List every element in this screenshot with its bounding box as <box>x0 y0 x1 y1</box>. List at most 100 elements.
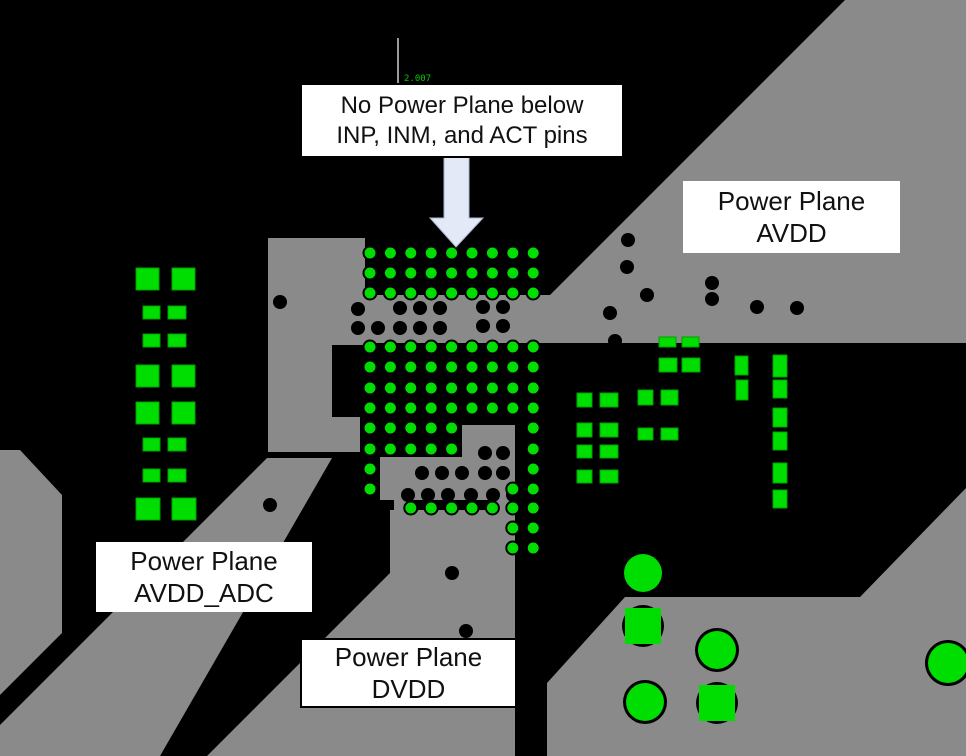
annotation-line2: INP, INM, and ACT pins <box>336 121 588 149</box>
smd-pad <box>135 364 160 388</box>
bga-via-pad <box>525 285 541 301</box>
bga-via-pad <box>382 441 398 457</box>
via-dot <box>705 292 719 306</box>
smd-pad <box>658 336 677 348</box>
smd-pad <box>599 392 619 408</box>
smd-pad <box>681 357 701 373</box>
bga-via-pad <box>382 359 398 375</box>
bga-via-pad <box>403 359 419 375</box>
bga-via-pad <box>525 500 541 516</box>
bga-via-pad <box>505 359 521 375</box>
bga-via-pad <box>444 359 460 375</box>
bga-via-pad <box>382 285 398 301</box>
bga-via-pad <box>505 265 521 281</box>
bga-via-pad <box>362 481 378 497</box>
via-dot <box>433 301 447 315</box>
smd-pad <box>171 364 196 388</box>
bga-via-pad <box>505 339 521 355</box>
annotation-line1: No Power Plane below <box>340 91 584 119</box>
bga-via-pad <box>525 245 541 261</box>
power-plane-center-island <box>268 238 365 452</box>
smd-pad <box>171 267 196 291</box>
via-dot <box>351 302 365 316</box>
bga-via-pad <box>464 285 480 301</box>
via-dot <box>455 466 469 480</box>
through-hole-pad <box>699 685 735 721</box>
bga-via-pad <box>525 265 541 281</box>
via-dot <box>790 301 804 315</box>
via-dot <box>413 301 427 315</box>
bga-via-pad <box>464 380 480 396</box>
smd-pad <box>734 355 749 376</box>
bga-via-pad <box>505 380 521 396</box>
bga-via-pad <box>444 245 460 261</box>
bga-via-pad <box>525 481 541 497</box>
smd-pad <box>599 469 619 484</box>
bga-via-pad <box>403 265 419 281</box>
smd-pad <box>772 354 788 378</box>
bga-via-pad <box>362 285 378 301</box>
smd-pad <box>681 336 700 348</box>
bga-via-pad <box>382 400 398 416</box>
smd-pad <box>772 407 788 428</box>
bga-via-pad <box>444 265 460 281</box>
bga-via-pad <box>525 359 541 375</box>
via-dot <box>459 624 473 638</box>
bga-via-pad <box>484 285 500 301</box>
bga-via-pad <box>423 245 439 261</box>
bga-via-pad <box>423 265 439 281</box>
bga-via-pad <box>362 245 378 261</box>
bga-via-pad <box>484 265 500 281</box>
smd-pad <box>167 468 187 483</box>
via-dot <box>263 498 277 512</box>
bga-via-pad <box>444 441 460 457</box>
bga-via-pad <box>525 461 541 477</box>
bga-via-pad <box>444 500 460 516</box>
smd-pad <box>637 389 654 406</box>
via-dot <box>433 321 447 335</box>
via-dot <box>478 446 492 460</box>
bga-via-pad <box>403 400 419 416</box>
via-dot <box>640 288 654 302</box>
bga-via-pad <box>382 339 398 355</box>
via-dot <box>621 233 635 247</box>
bga-via-pad <box>464 265 480 281</box>
bga-via-pad <box>403 245 419 261</box>
bga-via-pad <box>484 359 500 375</box>
power-plane-inner-island <box>380 425 515 500</box>
bga-via-pad <box>403 441 419 457</box>
smd-pad <box>735 379 749 401</box>
bga-via-pad <box>423 441 439 457</box>
bga-via-pad <box>362 359 378 375</box>
bga-via-pad <box>505 481 521 497</box>
smd-pad <box>142 468 161 483</box>
bga-via-pad <box>362 441 378 457</box>
smd-pad <box>772 379 788 399</box>
bga-via-pad <box>382 380 398 396</box>
label-line2: AVDD <box>756 218 827 248</box>
bga-via-pad <box>403 420 419 436</box>
annotation-no-power-plane: No Power Plane below INP, INM, and ACT p… <box>300 83 624 158</box>
bga-via-pad <box>505 500 521 516</box>
bga-via-pad <box>444 400 460 416</box>
via-dot <box>496 300 510 314</box>
via-dot <box>620 260 634 274</box>
label-power-plane-dvdd: Power Plane DVDD <box>300 638 517 708</box>
bga-via-pad <box>484 380 500 396</box>
smd-pad <box>167 305 187 320</box>
through-hole-pad <box>698 631 736 669</box>
bga-via-pad <box>505 285 521 301</box>
bga-via-pad <box>464 500 480 516</box>
smd-pad <box>142 305 161 320</box>
bga-via-pad <box>403 500 419 516</box>
through-hole-pad <box>624 554 662 592</box>
bga-via-pad <box>505 520 521 536</box>
smd-pad <box>142 437 161 452</box>
via-dot <box>441 488 455 502</box>
down-arrow-icon <box>428 156 485 248</box>
through-hole-pad <box>626 683 664 721</box>
bga-via-pad <box>423 400 439 416</box>
through-hole-pad <box>625 608 661 644</box>
bga-via-pad <box>525 441 541 457</box>
bga-via-pad <box>382 245 398 261</box>
